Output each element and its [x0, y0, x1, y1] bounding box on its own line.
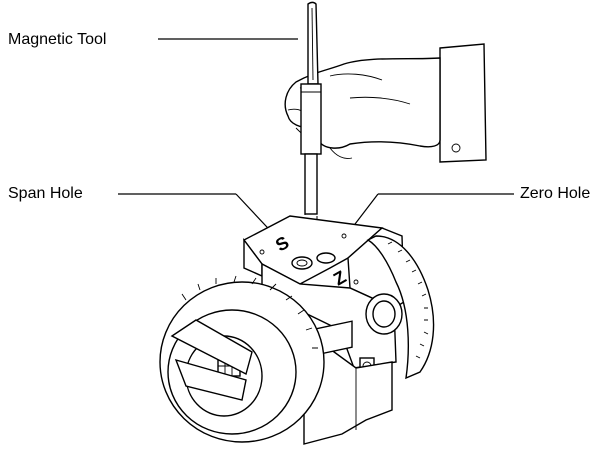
- label-zero-hole: Zero Hole: [520, 185, 590, 202]
- label-magnetic-tool: Magnetic Tool: [8, 31, 106, 48]
- zero-hole: [316, 252, 336, 264]
- span-hole: [291, 256, 313, 270]
- rear-cover: [366, 235, 435, 380]
- label-span-hole: Span Hole: [8, 185, 83, 202]
- hand-illustration: [284, 43, 487, 163]
- front-cover: [159, 275, 325, 443]
